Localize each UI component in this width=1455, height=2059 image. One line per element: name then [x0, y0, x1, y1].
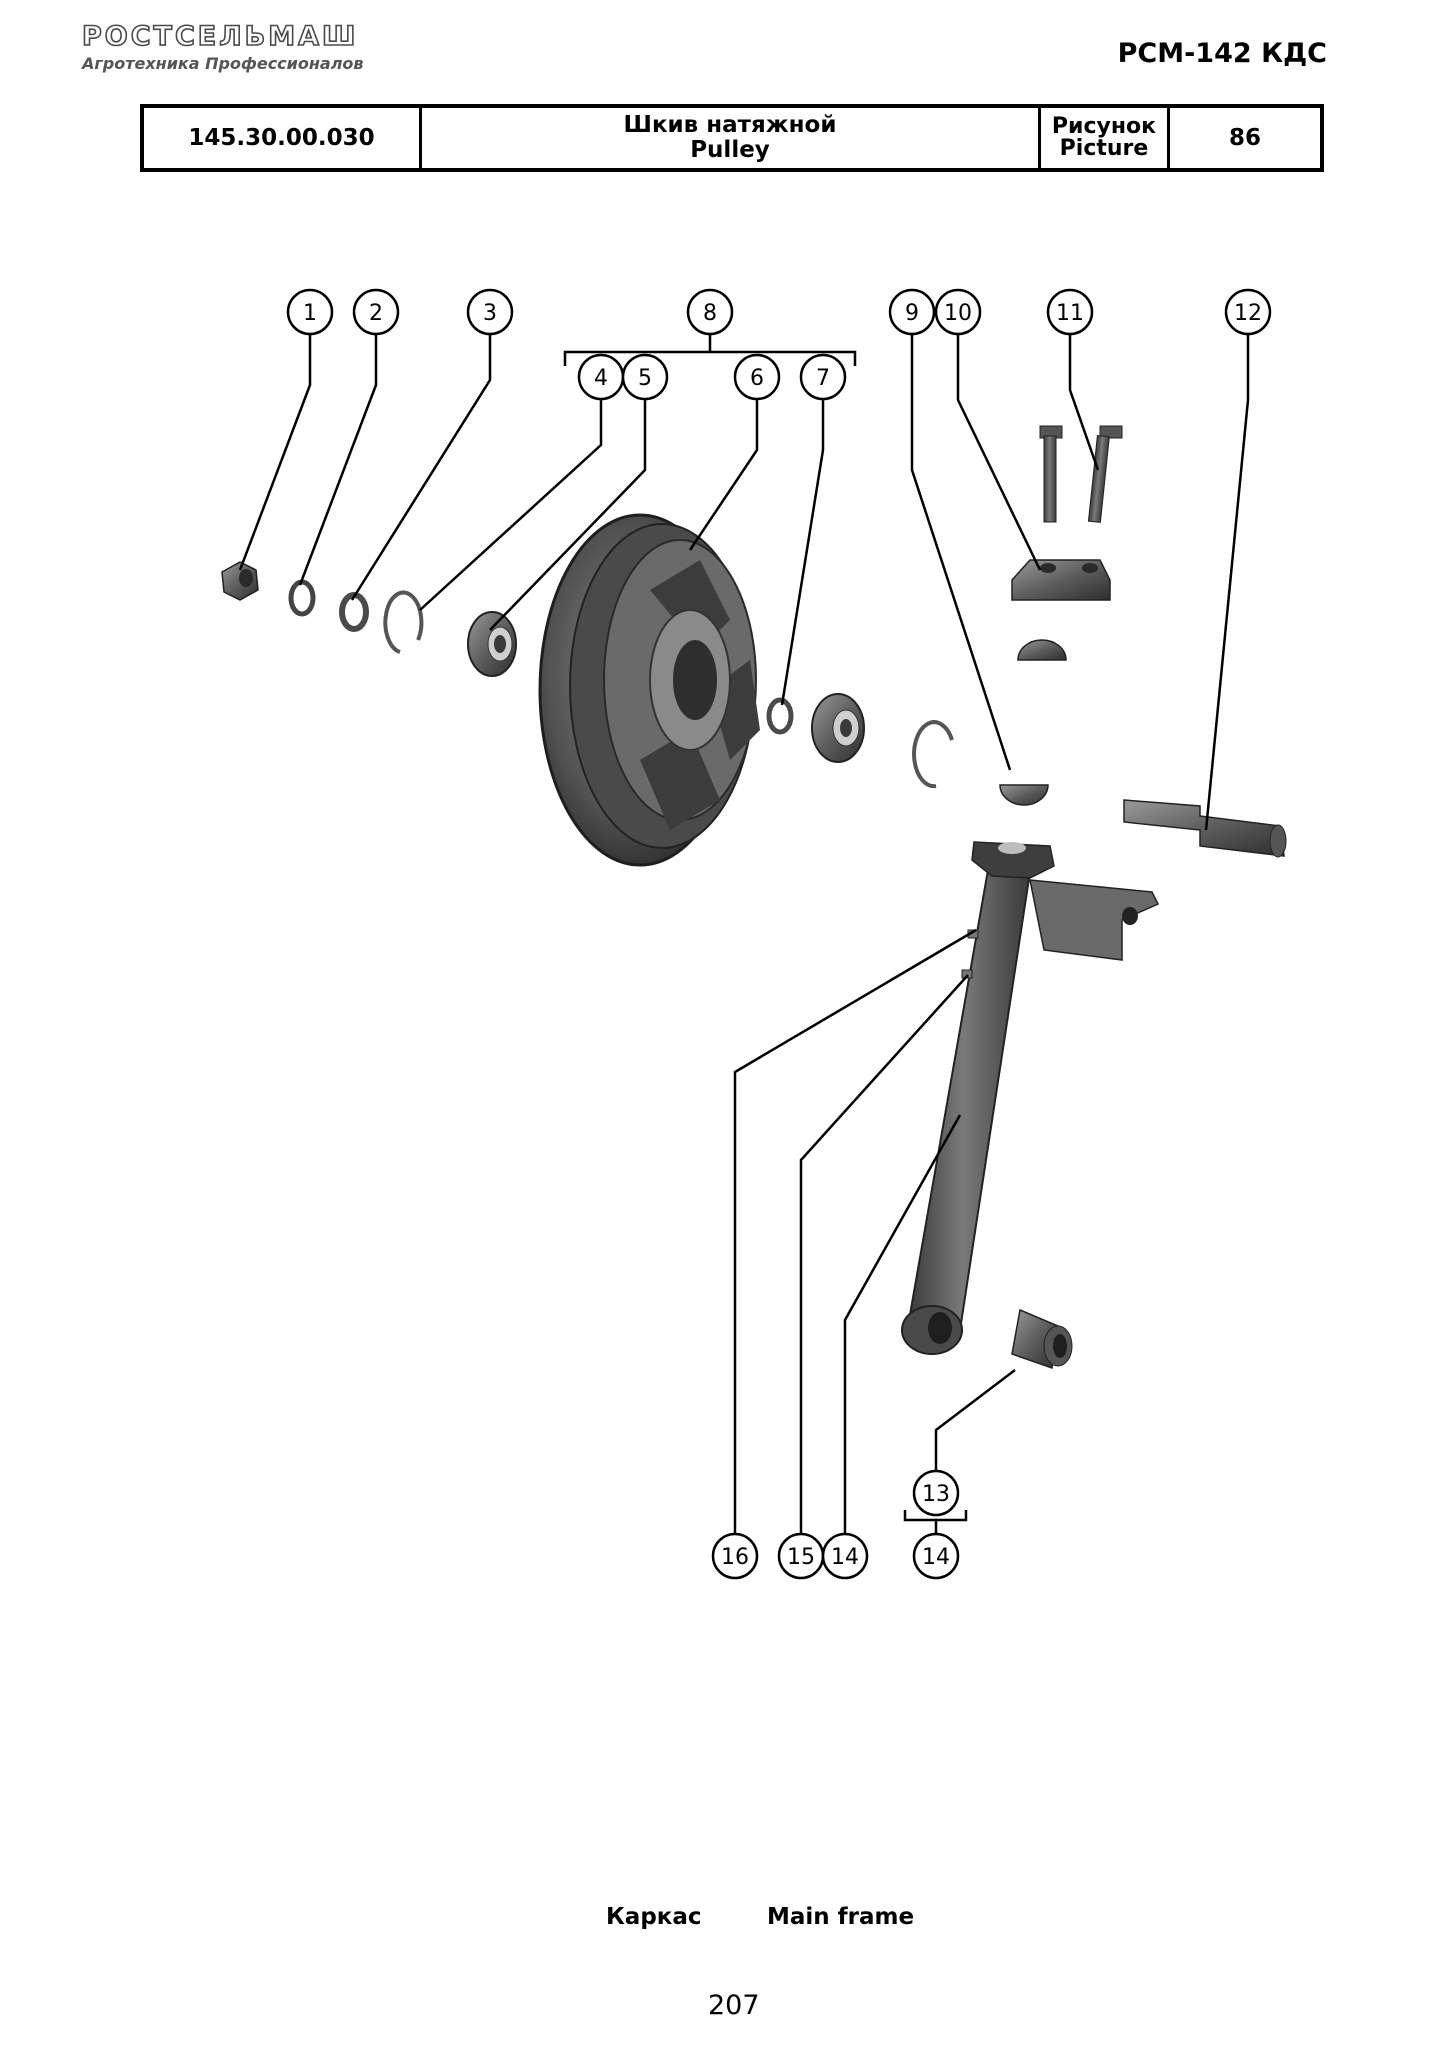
page-number: 207	[708, 1990, 760, 2021]
assembly-bracket-14	[903, 1510, 968, 1535]
part-name-cell: Шкив натяжной Pulley	[422, 108, 1041, 168]
svg-text:2: 2	[369, 301, 383, 326]
callout-15: 15	[777, 1532, 825, 1580]
part-name-en: Pulley	[690, 137, 770, 163]
svg-text:1: 1	[303, 301, 317, 326]
brand-logo: РОСТСЕЛЬМАШ Агротехника Профессионалов	[81, 21, 364, 73]
callout-6: 6	[733, 353, 781, 401]
part-tensioner-arm	[901, 841, 1160, 1355]
caption-english: Main frame	[767, 1904, 915, 1930]
svg-text:9: 9	[905, 301, 919, 326]
callout-5: 5	[621, 353, 669, 401]
callout-2: 2	[352, 288, 400, 336]
callout-8: 8	[686, 288, 734, 336]
svg-text:5: 5	[638, 366, 652, 391]
callout-14-bottom-left: 14	[821, 1532, 869, 1580]
svg-text:3: 3	[483, 301, 497, 326]
callout-3: 3	[466, 288, 514, 336]
part-clamp-cap	[1011, 559, 1111, 601]
part-code: 145.30.00.030	[188, 124, 375, 151]
callout-10: 10	[934, 288, 982, 336]
logo-wordmark: РОСТСЕЛЬМАШ	[81, 21, 359, 53]
callout-11: 11	[1046, 288, 1094, 336]
picture-label-ru: Рисунок	[1051, 114, 1157, 139]
callout-9: 9	[888, 288, 936, 336]
part-retaining-ring	[383, 590, 424, 654]
svg-text:14: 14	[831, 1545, 859, 1570]
part-retaining-ring-rear	[912, 720, 954, 789]
svg-text:10: 10	[944, 301, 972, 326]
part-bushing	[1011, 1308, 1073, 1370]
part-nut	[221, 561, 259, 601]
callout-1: 1	[286, 288, 334, 336]
svg-text:7: 7	[816, 366, 830, 391]
assembly-bracket-8	[563, 334, 857, 366]
machine-model: РСМ-142 КДС	[1117, 38, 1327, 69]
picture-label-en: Picture	[1059, 136, 1149, 161]
part-half-bushing-lower	[999, 784, 1049, 806]
svg-text:11: 11	[1056, 301, 1084, 326]
callout-16: 16	[711, 1532, 759, 1580]
part-bearing-rear	[811, 693, 865, 763]
picture-number-cell: 86	[1170, 108, 1320, 168]
svg-text:8: 8	[703, 301, 717, 326]
svg-text:6: 6	[750, 366, 764, 391]
part-tension-pulley	[538, 513, 760, 867]
callout-13: 13	[912, 1469, 960, 1517]
caption-russian: Каркас	[606, 1904, 702, 1930]
part-code-cell: 145.30.00.030	[144, 108, 422, 168]
part-washer-rear	[766, 697, 794, 735]
svg-text:12: 12	[1234, 301, 1262, 326]
part-washer	[339, 592, 369, 632]
callout-14-bottom-right: 14	[912, 1532, 960, 1580]
part-bearing-front	[467, 611, 517, 677]
svg-text:4: 4	[594, 366, 608, 391]
callout-4: 4	[577, 353, 625, 401]
part-axle	[1123, 799, 1287, 858]
callout-12: 12	[1224, 288, 1272, 336]
title-block: 145.30.00.030 Шкив натяжной Pulley Рисун…	[140, 104, 1324, 172]
part-half-bushing-upper	[1017, 639, 1067, 661]
picture-label-cell: Рисунок Picture	[1041, 108, 1170, 168]
callout-7: 7	[799, 353, 847, 401]
part-bolts	[1039, 425, 1123, 523]
part-lock-washer	[288, 579, 316, 617]
logo-tagline: Агротехника Профессионалов	[82, 54, 364, 73]
leader-lines	[238, 334, 1250, 1545]
picture-number: 86	[1228, 124, 1261, 151]
part-name-ru: Шкив натяжной	[623, 112, 837, 138]
svg-text:16: 16	[721, 1545, 749, 1570]
svg-text:13: 13	[922, 1482, 950, 1507]
svg-text:14: 14	[922, 1545, 950, 1570]
svg-text:15: 15	[787, 1545, 815, 1570]
